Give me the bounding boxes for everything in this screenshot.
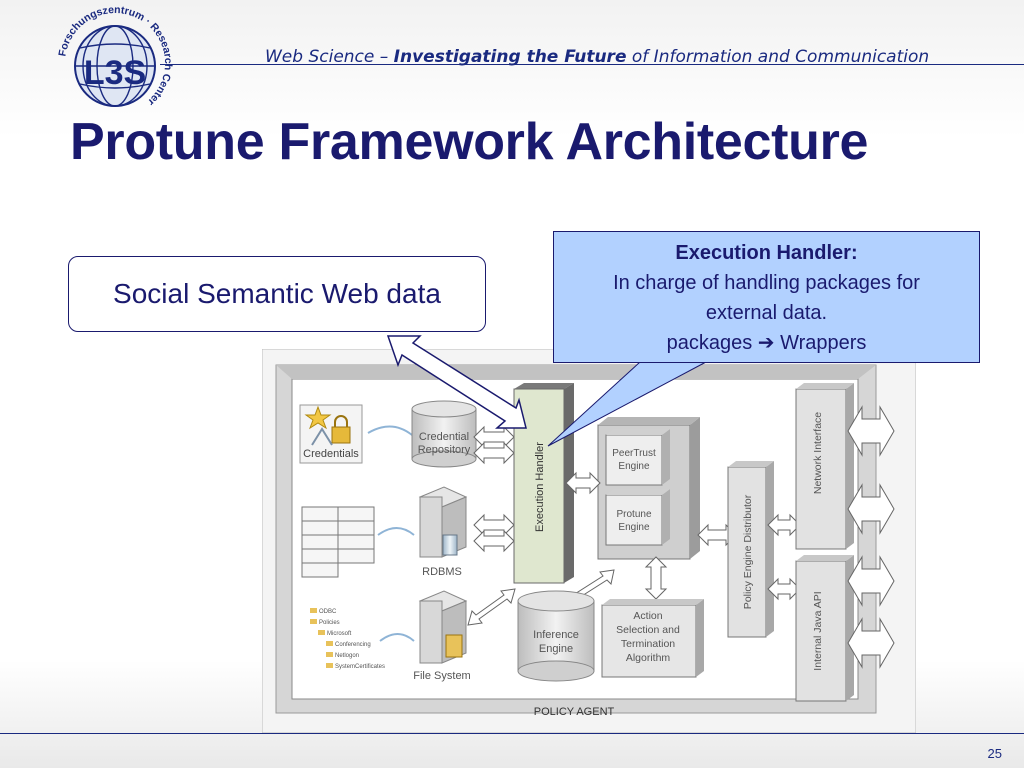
credentials-icon: [299, 404, 363, 464]
svg-text:Netlogon: Netlogon: [335, 653, 359, 659]
page-number: 25: [987, 746, 1002, 761]
execution-handler-callout: Execution Handler: In charge of handling…: [553, 231, 980, 363]
action-label-4: Algorithm: [626, 652, 671, 664]
protune-label-2: Engine: [618, 522, 650, 533]
peertrust-label-1: PeerTrust: [612, 448, 656, 459]
file-system-server-icon: [418, 590, 468, 664]
internal-java-api-label: Internal Java API: [812, 591, 824, 670]
footer-rule: [0, 733, 1024, 734]
tagline-part1: Web Science –: [265, 47, 394, 67]
slide-title: Protune Framework Architecture: [70, 113, 869, 171]
l3s-logo: L3S Forschungszentrum · Research Center: [56, 4, 174, 108]
policy-distributor-label: Policy Engine Distributor: [742, 494, 754, 609]
header-rule: [160, 64, 1024, 65]
network-interface-label: Network Interface: [812, 412, 824, 494]
policy-engine-distributor-box: [727, 461, 774, 638]
svg-text:SystemCertificates: SystemCertificates: [335, 664, 385, 670]
protune-label-1: Protune: [616, 509, 651, 520]
social-semantic-web-box: Social Semantic Web data: [68, 256, 486, 332]
table-icon: [301, 506, 375, 578]
svg-text:Policies: Policies: [319, 620, 340, 626]
action-label-1: Action: [633, 610, 662, 622]
action-selection-box: [601, 599, 704, 678]
callout-line1: In charge of handling packages for: [613, 272, 920, 294]
tagline-part2: of Information and Communication: [626, 47, 930, 67]
network-interface-box: [795, 383, 854, 550]
callout-line2: external data.: [705, 302, 828, 324]
credential-repository-label-1: Credential: [419, 431, 469, 443]
callout-line3-pre: packages: [666, 332, 758, 354]
svg-text:Microsoft: Microsoft: [327, 631, 352, 637]
callout-line3: packages ➔ Wrappers: [554, 328, 979, 358]
internal-java-api-box: [795, 555, 854, 702]
tagline: Web Science – Investigating the Future o…: [265, 47, 929, 67]
action-label-2: Selection and: [616, 624, 680, 636]
inference-engine-cylinder: [517, 590, 595, 682]
action-label-3: Termination: [621, 638, 675, 650]
social-semantic-web-label: Social Semantic Web data: [113, 278, 441, 309]
svg-text:ODBC: ODBC: [319, 609, 337, 615]
svg-text:Conferencing: Conferencing: [335, 642, 371, 648]
rdbms-label: RDBMS: [422, 566, 462, 578]
credentials-label: Credentials: [303, 448, 359, 460]
architecture-diagram: Credentials ODBC Policies Microsoft Conf…: [262, 349, 916, 733]
inference-label-2: Engine: [539, 643, 573, 655]
credential-repository-label-2: Repository: [418, 444, 471, 456]
callout-line3-post: Wrappers: [774, 332, 867, 354]
external-arrows: [847, 405, 895, 669]
handler-link-arrows: [467, 425, 516, 626]
logo-text: L3S: [84, 54, 146, 92]
callout-heading: Execution Handler:: [675, 242, 858, 264]
policy-agent-label: POLICY AGENT: [534, 706, 615, 718]
execution-handler-label: Execution Handler: [534, 442, 546, 532]
inference-label-1: Inference: [533, 629, 579, 641]
rdbms-server-icon: [418, 486, 468, 558]
tagline-bold: Investigating the Future: [393, 47, 627, 67]
file-system-label: File System: [413, 670, 470, 682]
registry-tree: ODBC Policies Microsoft Conferencing Net…: [310, 608, 385, 670]
peertrust-label-2: Engine: [618, 461, 650, 472]
protune-engine-box: [605, 489, 670, 546]
right-arrow-icon: ➔: [757, 332, 775, 354]
